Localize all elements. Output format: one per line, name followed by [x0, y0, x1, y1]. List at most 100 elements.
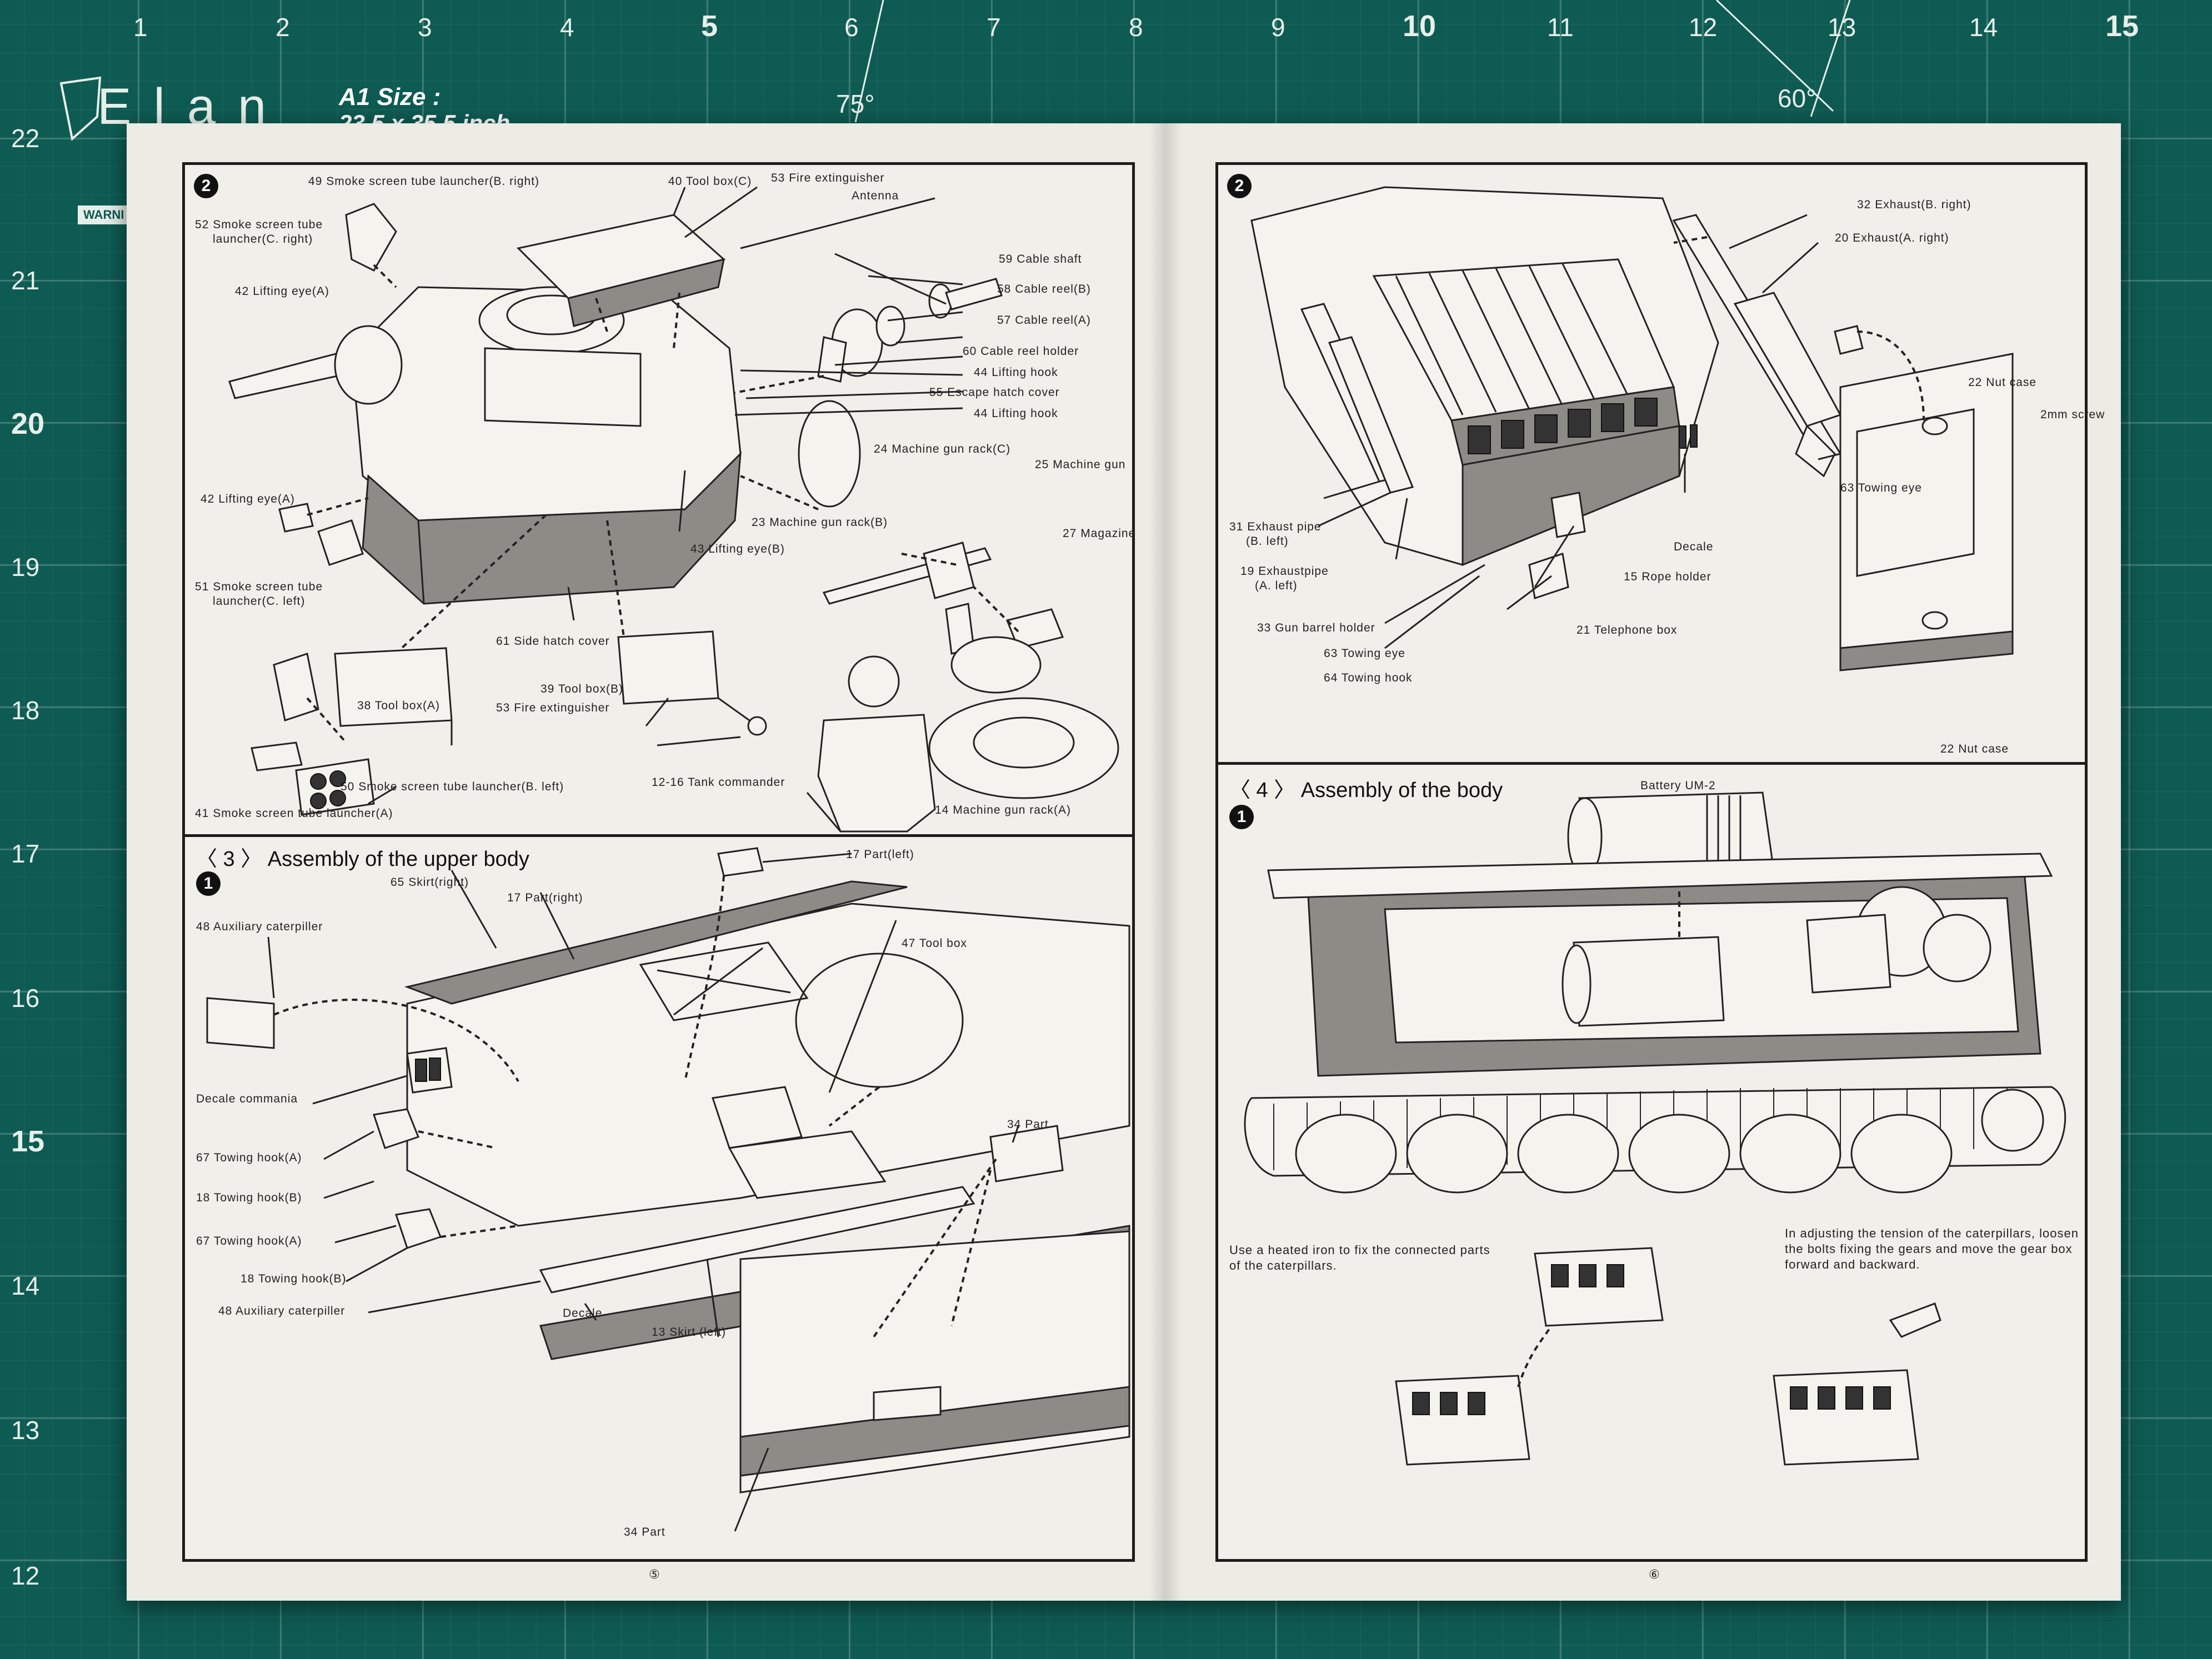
part-label: 42 Lifting eye(A)	[235, 285, 329, 298]
part-label: Decale	[563, 1307, 603, 1320]
part-label: 50 Smoke screen tube launcher(B. left)	[341, 780, 564, 793]
rear-hull-drawing	[1250, 186, 2014, 671]
rear-hull-panel: 2	[1215, 162, 2104, 765]
part-label: 63 Towing eye	[1324, 647, 1405, 660]
part-label: 31 Exhaust pipe	[1229, 520, 1322, 533]
part-label: 57 Cable reel(A)	[997, 314, 1091, 327]
ruler-top-mark: 4	[560, 13, 574, 42]
part-label: 63 Towing eye	[1840, 482, 1922, 494]
note-heated-iron: Use a heated iron to fix the connected p…	[1229, 1243, 1490, 1272]
part-label: 43 Lifting eye(B)	[690, 543, 785, 555]
step-marker: 2	[1227, 174, 1252, 198]
part-label: 13 Skirt (left)	[652, 1326, 727, 1339]
ruler-left-mark: 22	[11, 124, 40, 153]
part-label: Antenna	[852, 189, 899, 202]
upper-body-panel: 〈 3 〉 Assembly of the upper body 1	[182, 834, 1135, 1562]
note-track-tension: In adjusting the tension of the caterpil…	[1785, 1226, 2079, 1271]
part-label: 55 Escape hatch cover	[929, 386, 1060, 399]
part-label: 65 Skirt(right)	[391, 876, 469, 889]
part-label: 38 Tool box(A)	[357, 699, 441, 712]
part-label: 40 Tool box(C)	[668, 175, 752, 188]
part-label: Decale commania	[196, 1092, 298, 1105]
part-label: 14 Machine gun rack(A)	[935, 804, 1071, 816]
part-label: 44 Lifting hook	[974, 407, 1058, 420]
part-label: 18 Towing hook(B)	[241, 1272, 347, 1285]
ruler-left-mark: 19	[11, 553, 40, 582]
part-label: 20 Exhaust(A. right)	[1835, 232, 1949, 244]
part-label: 24 Machine gun rack(C)	[874, 443, 1011, 455]
part-label: 22 Nut case	[1968, 376, 2037, 389]
part-label: 39 Tool box(B)	[541, 683, 624, 695]
part-label: 34 Part	[1007, 1118, 1049, 1131]
ruler-left: 22 21 20 19 18 17 16 15 14 13 12	[0, 0, 67, 1659]
ruler-top-mark: 10	[1403, 9, 1437, 43]
mat-angle-lines	[59, 0, 1851, 141]
part-label: launcher(C. right)	[213, 233, 313, 245]
part-label: 2mm screw	[2040, 408, 2105, 421]
right-page: 2	[1215, 162, 2104, 1581]
part-label: 49 Smoke screen tube launcher(B. right)	[308, 175, 540, 188]
body-assembly-drawing	[1244, 791, 2066, 1466]
step-marker: 1	[196, 871, 221, 896]
body-assembly-panel: 〈 4 〉 Assembly of the body 1 Battery UM-…	[1215, 762, 2088, 1562]
part-label: 48 Auxiliary caterpiller	[218, 1305, 346, 1317]
part-label: 61 Side hatch cover	[496, 635, 610, 648]
part-label: 53 Fire extinguisher	[771, 172, 885, 184]
part-label: 17 Part(right)	[507, 891, 583, 904]
part-label: Decale	[1674, 540, 1714, 553]
battery-label: Battery UM-2	[1640, 779, 1716, 792]
ruler-top: 1 2 3 4 5 6 7 8 9 10 11 12 13 14 15	[0, 0, 2212, 67]
ruler-top-mark: 11	[1547, 13, 1574, 42]
part-label: 23 Machine gun rack(B)	[752, 516, 888, 529]
page-fold	[1149, 123, 1182, 1601]
ruler-top-mark: 9	[1271, 13, 1285, 42]
ruler-left-mark: 21	[11, 266, 40, 295]
part-label: 59 Cable shaft	[999, 253, 1082, 265]
page-number: ⑤	[649, 1567, 660, 1581]
ruler-top-mark: 7	[987, 13, 1001, 42]
ruler-left-mark: 20	[11, 407, 45, 440]
part-label: 25 Machine gun	[1035, 458, 1126, 471]
ruler-top-mark: 5	[701, 9, 718, 43]
ruler-top-mark: 6	[844, 13, 859, 42]
part-label: 34 Part	[624, 1526, 665, 1538]
part-label: 17 Part(left)	[846, 848, 914, 861]
part-label: 19 Exhaustpipe	[1240, 565, 1329, 578]
part-label: (B. left)	[1246, 535, 1289, 548]
part-label: 12-16 Tank commander	[652, 776, 785, 789]
ruler-left-mark: 14	[11, 1271, 40, 1300]
ruler-left-mark: 12	[11, 1561, 40, 1590]
step-marker: 2	[194, 174, 218, 198]
elan-logo-icon	[59, 76, 102, 141]
ruler-top-mark: 12	[1689, 13, 1718, 42]
part-label: 51 Smoke screen tube	[195, 580, 323, 593]
part-label: 44 Lifting hook	[974, 366, 1058, 379]
ruler-left-mark: 13	[11, 1416, 40, 1445]
ruler-left-mark: 18	[11, 696, 40, 725]
ruler-top-mark: 14	[1969, 13, 1998, 42]
part-label: 58 Cable reel(B)	[997, 283, 1091, 295]
part-label: (A. left)	[1255, 579, 1298, 592]
ruler-top-mark: 8	[1129, 13, 1143, 42]
part-label: 53 Fire extinguisher	[496, 701, 610, 714]
ruler-top-mark: 1	[133, 13, 148, 42]
section-title: 〈 4 〉 Assembly of the body	[1229, 779, 1503, 802]
part-label: 21 Telephone box	[1577, 624, 1678, 636]
ruler-top-mark: 2	[276, 13, 290, 42]
instruction-sheet: 2	[127, 123, 2121, 1601]
part-label: 27 Magazine	[1063, 527, 1136, 540]
part-label: 67 Towing hook(A)	[196, 1235, 302, 1247]
ruler-top-mark: 15	[2105, 9, 2139, 43]
angle-mark-75: 75°	[836, 89, 875, 118]
ruler-top-mark: 13	[1828, 13, 1856, 42]
part-label: 18 Towing hook(B)	[196, 1191, 302, 1204]
turret-step-panel: 2	[182, 162, 1135, 837]
mat-warning-label: WARNI	[78, 206, 130, 224]
part-label: 42 Lifting eye(A)	[201, 493, 295, 505]
part-label: 48 Auxiliary caterpiller	[196, 920, 323, 933]
part-label: 41 Smoke screen tube launcher(A)	[195, 807, 393, 820]
step-marker: 1	[1229, 805, 1254, 829]
part-label: 22 Nut case	[1940, 743, 2009, 755]
left-page: 2	[182, 162, 1135, 1581]
part-label: 32 Exhaust(B. right)	[1857, 198, 1971, 211]
